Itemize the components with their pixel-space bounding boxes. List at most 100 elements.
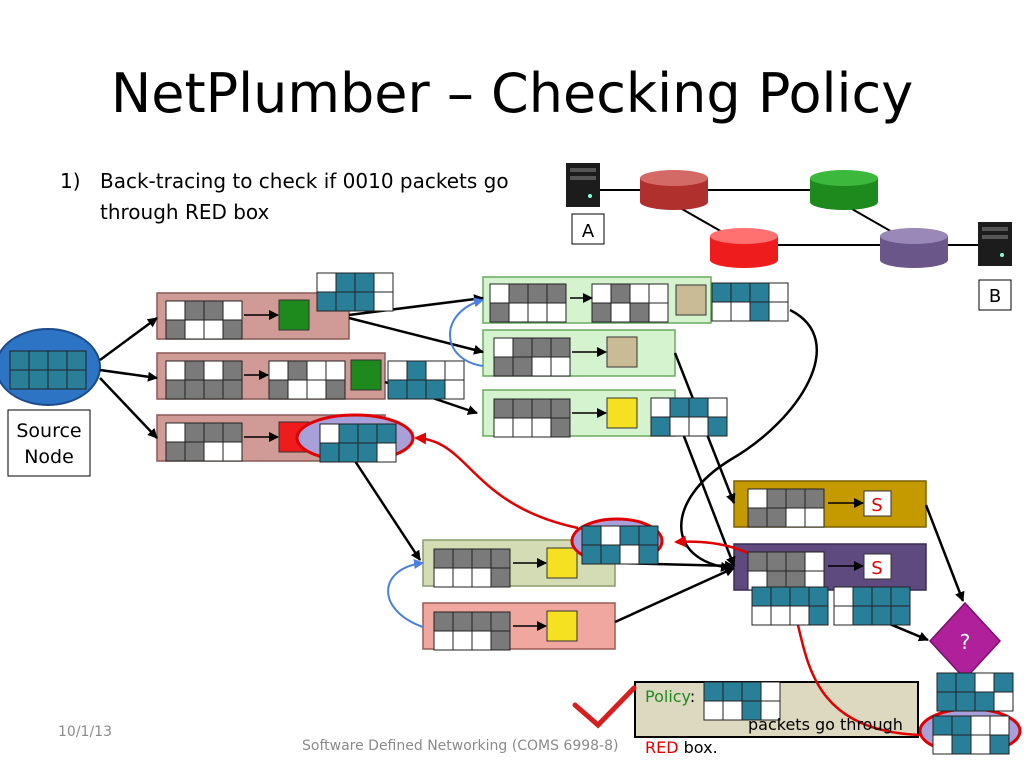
- grid-cell: [766, 551, 787, 572]
- grid-cell: [730, 301, 751, 322]
- port-yellow-3: [546, 610, 578, 642]
- grid-cell: [433, 548, 454, 569]
- grid-cell: [452, 567, 473, 588]
- policy-keyword: Policy: [645, 687, 690, 706]
- router-red: [710, 228, 778, 268]
- grid-cell: [932, 715, 953, 736]
- grid-cell: [804, 507, 825, 528]
- bullet-text: Back-tracing to check if 0010 packets go…: [100, 169, 509, 224]
- grid-cell: [581, 525, 602, 546]
- grid-cell: [993, 672, 1014, 693]
- policy-colon: :: [689, 687, 696, 706]
- topology: A B: [566, 163, 1012, 311]
- grid-cell: [890, 586, 911, 607]
- grid-cell: [703, 681, 724, 702]
- grid-cell: [669, 416, 690, 437]
- grid-cell: [376, 442, 397, 463]
- grid-cell: [335, 291, 356, 312]
- grid-cell: [165, 360, 186, 381]
- footer-course: Software Defined Networking (COMS 6998-8…: [302, 738, 619, 754]
- bullet-number: 1): [60, 169, 81, 193]
- grid-cell: [165, 300, 186, 321]
- grid-cell: [319, 423, 340, 444]
- grid-cell: [512, 398, 533, 419]
- grid-cell: [203, 360, 224, 381]
- grid-cell: [770, 586, 791, 607]
- grid-cell: [955, 691, 976, 712]
- grid-cell: [512, 417, 533, 438]
- grid-cell: [387, 360, 408, 381]
- grid-cell: [357, 423, 378, 444]
- arrow-src-r1: [99, 316, 158, 362]
- grid-cell: [749, 301, 770, 322]
- grid-cell: [747, 488, 768, 509]
- grid-cell: [9, 350, 30, 371]
- grid-cell: [165, 441, 186, 462]
- header-space-grid-18: [747, 488, 825, 528]
- grid-cell: [833, 586, 854, 607]
- grid-cell: [433, 630, 454, 651]
- slide-title: NetPlumber – Checking Policy: [110, 62, 914, 125]
- grid-cell: [203, 379, 224, 400]
- grid-cell: [591, 283, 612, 304]
- grid-cell: [287, 360, 308, 381]
- blue-loop-arrow-1: [449, 297, 484, 367]
- grid-cell: [306, 379, 327, 400]
- grid-cell: [325, 360, 346, 381]
- grid-cell: [433, 611, 454, 632]
- grid-cell: [222, 360, 243, 381]
- grid-cell: [338, 442, 359, 463]
- arrow-salmon-sink: [614, 566, 735, 624]
- header-space-grid-8: [319, 423, 397, 463]
- grid-cell: [951, 715, 972, 736]
- grid-cell: [688, 416, 709, 437]
- grid-cell: [452, 611, 473, 632]
- grid-cell: [316, 291, 337, 312]
- grid-cell: [203, 422, 224, 443]
- port-green-2: [350, 359, 382, 391]
- grid-cell: [490, 611, 511, 632]
- grid-cell: [184, 300, 205, 321]
- grid-cell: [357, 442, 378, 463]
- grid-cell: [165, 319, 186, 340]
- grid-cell: [471, 611, 492, 632]
- grid-cell: [373, 291, 394, 312]
- grid-cell: [804, 488, 825, 509]
- server-b-icon: [978, 222, 1012, 266]
- port-tan-2: [606, 336, 638, 368]
- grid-cell: [66, 350, 87, 371]
- grid-cell: [703, 700, 724, 721]
- grid-cell: [531, 398, 552, 419]
- grid-cell: [760, 681, 781, 702]
- check-mark-icon: [572, 685, 637, 729]
- rule-internal-arrows: [244, 293, 864, 631]
- grid-cell: [28, 369, 49, 390]
- grid-cell: [47, 369, 68, 390]
- grid-cell: [970, 715, 991, 736]
- grid-cell: [490, 567, 511, 588]
- grid-cell: [490, 630, 511, 651]
- grid-cell: [648, 302, 669, 323]
- grid-cell: [974, 691, 995, 712]
- grid-cell: [951, 734, 972, 755]
- header-space-grid-2: [165, 300, 243, 340]
- grid-cell: [222, 300, 243, 321]
- grid-cell: [629, 302, 650, 323]
- grid-cell: [376, 423, 397, 444]
- header-space-grid-9: [489, 283, 567, 323]
- grid-cell: [222, 319, 243, 340]
- grid-cell: [338, 423, 359, 444]
- arrow-src-r2: [99, 368, 158, 382]
- grid-cell: [268, 379, 289, 400]
- grid-cell: [512, 337, 533, 358]
- grid-cell: [425, 360, 446, 381]
- arrow-r1-g1: [348, 294, 484, 317]
- grid-cell: [471, 548, 492, 569]
- grid-cell: [546, 283, 567, 304]
- grid-cell: [489, 302, 510, 323]
- grid-cell: [531, 337, 552, 358]
- grid-cell: [287, 379, 308, 400]
- header-space-grid-11: [711, 282, 789, 322]
- grid-cell: [871, 586, 892, 607]
- blue-loop-arrow-2: [387, 559, 424, 628]
